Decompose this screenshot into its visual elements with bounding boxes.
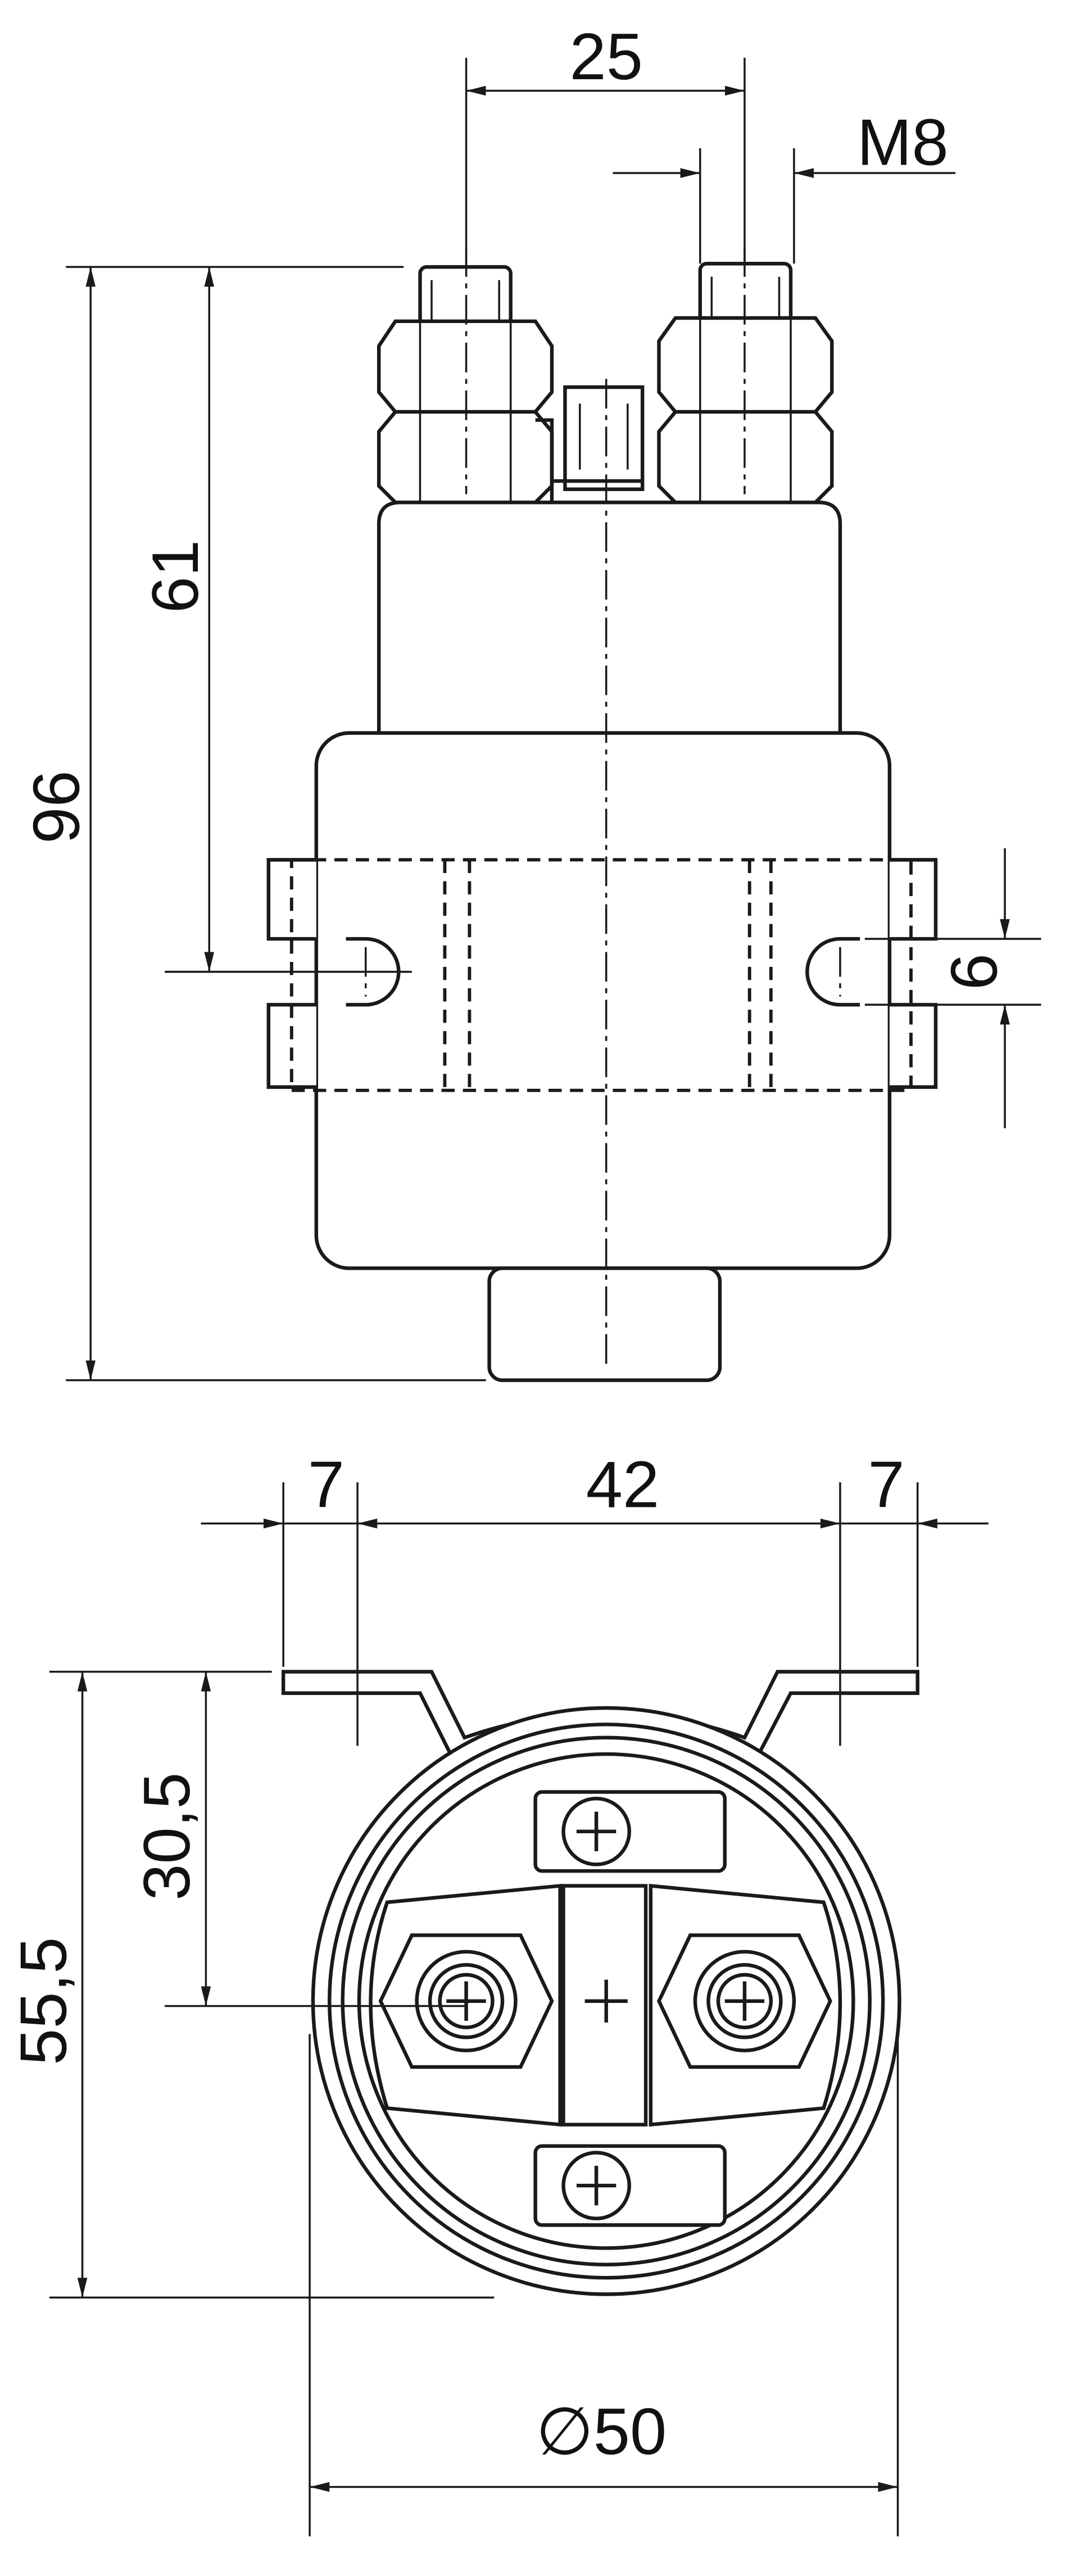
dimension-depth: 55,5 bbox=[6, 1670, 495, 2299]
dim-text-55-5: 55,5 bbox=[6, 1937, 80, 2065]
dim-text-m8: M8 bbox=[857, 105, 949, 179]
main-housing bbox=[314, 731, 892, 1270]
dimension-mount-height: 61 bbox=[138, 267, 412, 973]
dimension-slot-width: 6 bbox=[864, 848, 1041, 1129]
dim-text-96: 96 bbox=[20, 770, 93, 843]
upper-housing bbox=[377, 501, 842, 733]
dimension-thread: M8 bbox=[613, 105, 956, 264]
dimension-bracket-widths: 7 42 7 bbox=[201, 1447, 989, 1746]
bottom-view bbox=[281, 1670, 919, 2296]
dimension-center-offset: 30,5 bbox=[130, 1671, 466, 2007]
dim-text-30-5: 30,5 bbox=[130, 1773, 203, 1901]
dimension-diameter: ∅50 bbox=[309, 2034, 899, 2537]
dim-text-25: 25 bbox=[570, 20, 643, 93]
side-view bbox=[266, 247, 938, 1382]
dimension-total-height: 96 bbox=[20, 266, 486, 1382]
dim-text-61: 61 bbox=[138, 540, 212, 613]
dim-text-7-right: 7 bbox=[868, 1447, 904, 1521]
dimension-terminal-spacing: 25 bbox=[465, 20, 746, 264]
dim-text-diameter-50: ∅50 bbox=[536, 2395, 667, 2468]
bottom-cap bbox=[487, 1266, 722, 1382]
dim-text-7-left: 7 bbox=[308, 1447, 344, 1521]
coil-terminal bbox=[563, 385, 645, 492]
dim-text-42: 42 bbox=[586, 1447, 659, 1521]
dim-text-6: 6 bbox=[937, 953, 1010, 990]
